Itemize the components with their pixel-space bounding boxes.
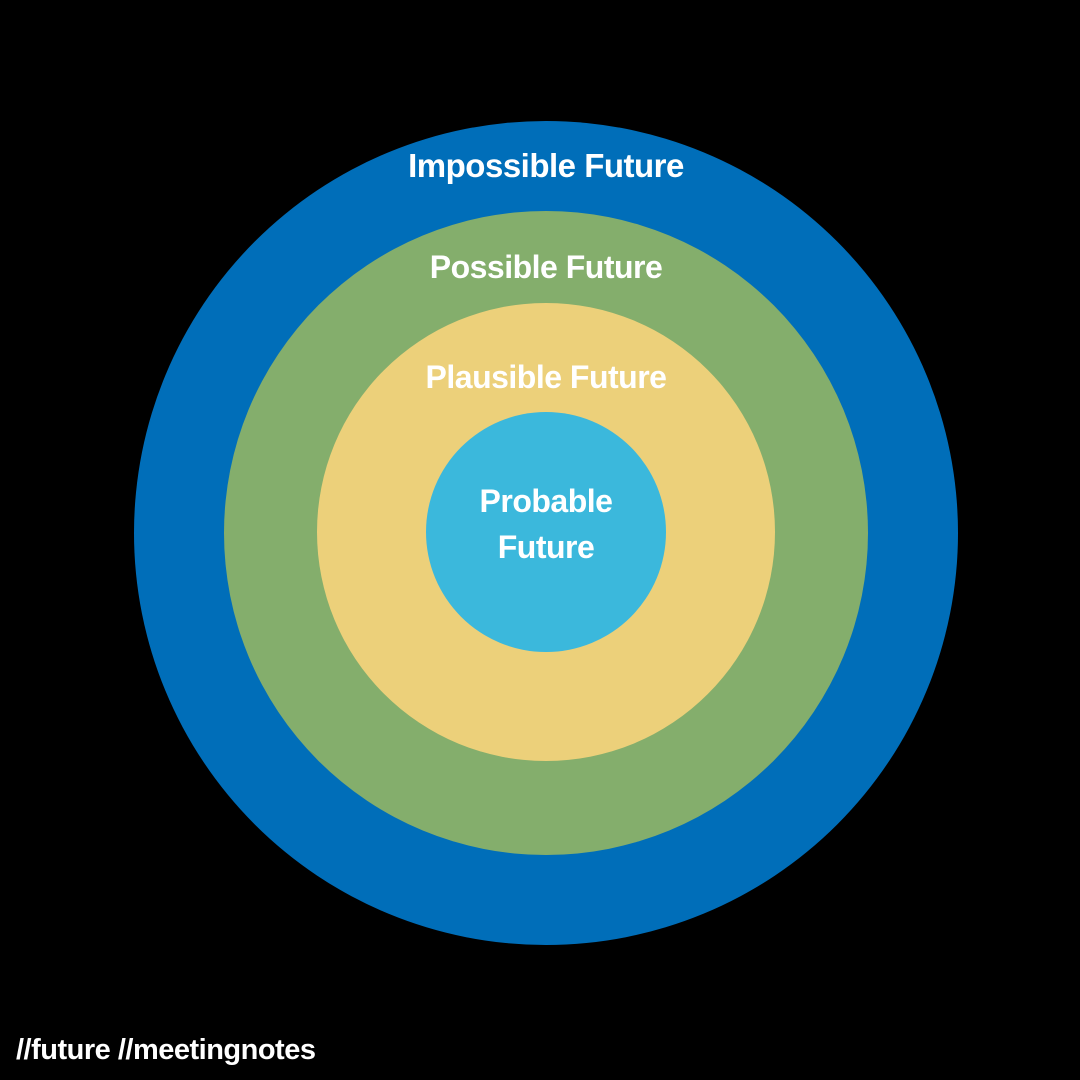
probable-future-ring <box>426 412 666 652</box>
probable-future-label-line2: Future <box>497 529 595 565</box>
footer-hashtags: //future //meetingnotes <box>16 1034 316 1066</box>
plausible-future-label: Plausible Future <box>425 359 667 395</box>
impossible-future-label: Impossible Future <box>408 147 684 184</box>
possible-future-label: Possible Future <box>429 249 663 285</box>
probable-future-label-line1: Probable <box>479 483 613 519</box>
probable-future-label: Probable Future <box>426 478 666 570</box>
